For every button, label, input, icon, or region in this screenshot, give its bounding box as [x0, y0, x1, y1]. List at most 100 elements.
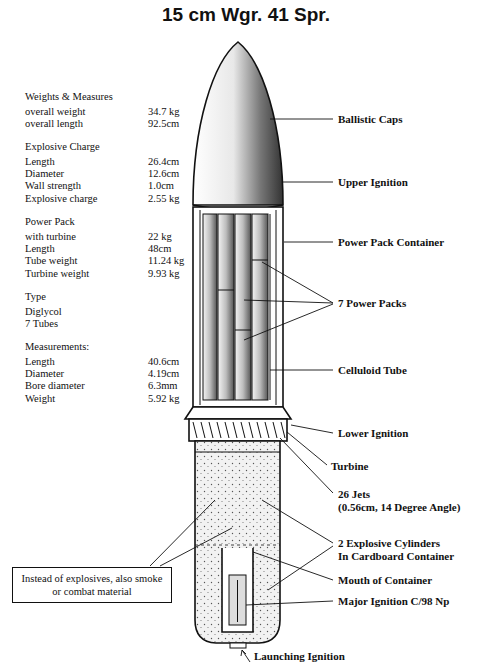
spec-text: 12.6cm	[148, 168, 179, 180]
spec-text: overall weight	[25, 106, 85, 118]
spec-text: Explosive charge	[25, 193, 97, 205]
spec-text: Bore diameter	[25, 380, 85, 392]
jet-stroke	[249, 422, 253, 438]
part-label: (0.56cm, 14 Degree Angle)	[338, 501, 460, 513]
spec-text: 26.4cm	[148, 156, 179, 168]
spec-text: 40.6cm	[148, 356, 179, 368]
spec-text: with turbine	[25, 231, 76, 243]
cylinder-seam	[195, 452, 280, 453]
container-wall	[200, 210, 201, 405]
leader-line	[291, 425, 333, 433]
ballistic-cap	[193, 42, 283, 205]
turbine-jets	[193, 422, 285, 438]
jet-stroke	[217, 422, 221, 438]
part-label: Mouth of Container	[338, 574, 432, 586]
spec-text: Diameter	[25, 168, 64, 180]
lower-ignition	[185, 407, 291, 419]
spec-text: 34.7 kg	[148, 106, 180, 118]
title: 15 cm Wgr. 41 Spr.	[0, 4, 492, 26]
spec-text: 7 Tubes	[25, 318, 58, 330]
part-label: 7 Power Packs	[338, 297, 406, 309]
spec-text: Length	[25, 356, 55, 368]
part-label: 2 Explosive Cylinders	[338, 537, 440, 549]
leader-line	[262, 262, 333, 303]
part-label: Lower Ignition	[338, 427, 408, 439]
spec-text: Length	[25, 243, 55, 255]
spec-text: 92.5cm	[148, 118, 179, 130]
leader-line	[284, 242, 333, 243]
spec-text: Weights & Measures	[25, 91, 113, 103]
jet-stroke	[257, 422, 261, 438]
leader-line	[268, 546, 333, 590]
spec-text: Type	[25, 291, 46, 303]
leader-line	[244, 304, 333, 340]
spec-text: overall length	[25, 118, 83, 130]
major-ignition	[237, 580, 238, 622]
leader-line	[253, 552, 333, 580]
part-label: Ballistic Caps	[338, 113, 402, 125]
spec-text: Length	[25, 156, 55, 168]
mouth-of-container	[222, 548, 253, 632]
power-pack-tube	[235, 214, 251, 400]
part-label: 26 Jets	[338, 488, 370, 500]
spec-text: Diglycol	[25, 306, 62, 318]
jet-stroke	[233, 422, 237, 438]
power-pack-container	[193, 207, 283, 407]
spec-text: Turbine weight	[25, 268, 89, 280]
spec-text: Weight	[25, 393, 55, 405]
jet-stroke	[273, 422, 277, 438]
jet-stroke	[281, 422, 285, 438]
part-label: Turbine	[331, 460, 369, 472]
spec-text: Diameter	[25, 368, 64, 380]
container-wall	[276, 210, 277, 405]
leader-line	[270, 370, 333, 371]
part-label: Celluloid Tube	[338, 364, 407, 376]
spec-text: Explosive Charge	[25, 141, 100, 153]
explosive-container	[195, 441, 280, 643]
leader-line	[244, 300, 333, 303]
spec-text: 9.93 kg	[148, 268, 180, 280]
spec-text: 6.3mm	[148, 380, 177, 392]
spec-text: 11.24 kg	[148, 255, 184, 267]
leader-line	[270, 119, 333, 120]
leader-line	[160, 528, 232, 566]
spec-text: 2.55 kg	[148, 193, 180, 205]
spec-text: 5.92 kg	[148, 393, 180, 405]
part-label: Major Ignition C/98 Np	[338, 595, 449, 607]
jet-stroke	[193, 422, 197, 438]
shell-body	[185, 42, 291, 648]
leader-line	[287, 432, 327, 465]
spec-text: Wall strength	[25, 180, 81, 192]
spec-text: 48cm	[148, 243, 171, 255]
launching-ignition	[230, 643, 246, 648]
jet-stroke	[209, 422, 213, 438]
leader-line	[150, 500, 215, 566]
spec-text: 1.0cm	[148, 180, 174, 192]
note-box: Instead of explosives, also smoke or com…	[12, 567, 172, 603]
part-label: Power Pack Container	[338, 236, 444, 248]
spec-text: Power Pack	[25, 216, 75, 228]
jet-stroke	[225, 422, 229, 438]
spec-text: 22 kg	[148, 231, 172, 243]
turbine	[189, 419, 287, 441]
celluloid-tube	[270, 214, 271, 400]
part-label: Launching Ignition	[254, 650, 345, 662]
cylinder-seam	[195, 545, 280, 546]
power-pack-tube	[218, 214, 234, 400]
leader-line	[242, 650, 250, 662]
leader-line	[280, 438, 333, 493]
note-text: Instead of explosives, also smoke or com…	[21, 572, 163, 598]
part-label: Upper Ignition	[338, 176, 408, 188]
leader-line	[282, 182, 333, 183]
jet-stroke	[201, 422, 205, 438]
jet-stroke	[241, 422, 245, 438]
spec-text: 4.19cm	[148, 368, 179, 380]
spec-text: Tube weight	[25, 255, 77, 267]
arrow-head	[241, 650, 246, 656]
leader-line	[246, 601, 333, 605]
spec-text: Measurements:	[25, 341, 89, 353]
part-label: In Cardboard Container	[338, 550, 454, 562]
power-pack-tube	[203, 214, 217, 400]
power-pack-tube	[252, 214, 268, 400]
